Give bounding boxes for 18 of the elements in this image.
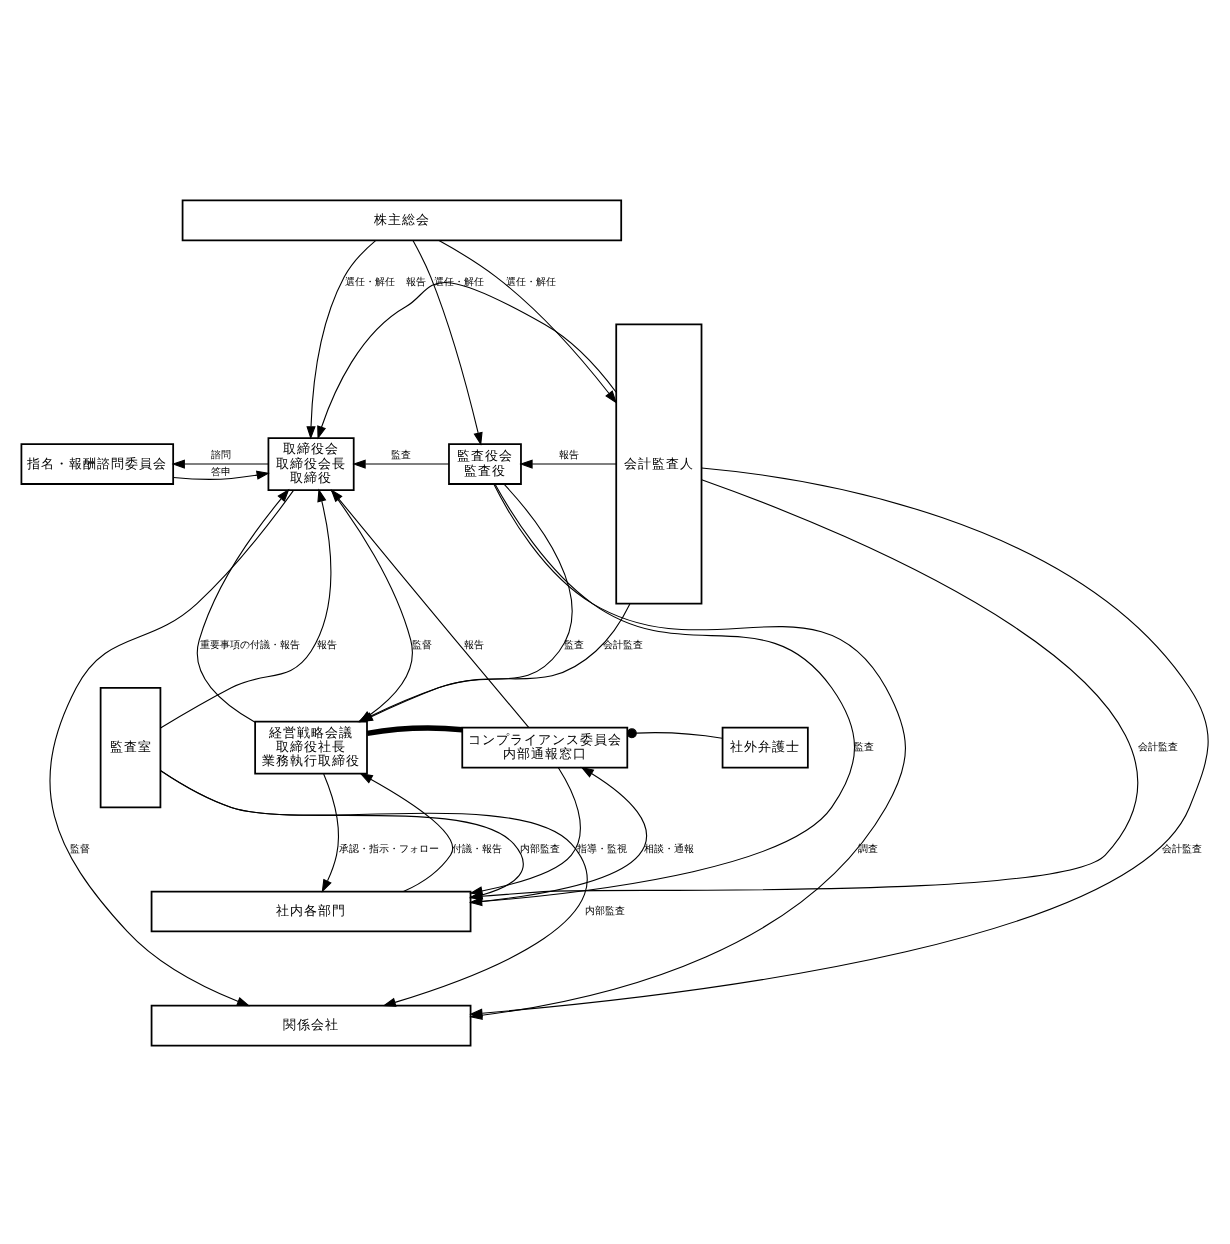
arrow bbox=[159, 487, 332, 728]
arrow bbox=[160, 769, 588, 1006]
arrow bbox=[321, 772, 339, 892]
arrow bbox=[412, 238, 483, 445]
arrow bbox=[469, 766, 581, 895]
arrow bbox=[359, 772, 454, 892]
arrow bbox=[172, 469, 270, 479]
arrow bbox=[196, 487, 290, 722]
arrow bbox=[306, 238, 377, 439]
arrow bbox=[330, 487, 530, 728]
arrow bbox=[519, 458, 617, 468]
connector bbox=[366, 724, 463, 736]
arrow bbox=[49, 488, 295, 1006]
arrow bbox=[438, 239, 617, 403]
connector bbox=[626, 727, 723, 738]
arrow bbox=[352, 458, 450, 468]
arrow bbox=[317, 281, 617, 439]
arrow bbox=[171, 458, 269, 468]
